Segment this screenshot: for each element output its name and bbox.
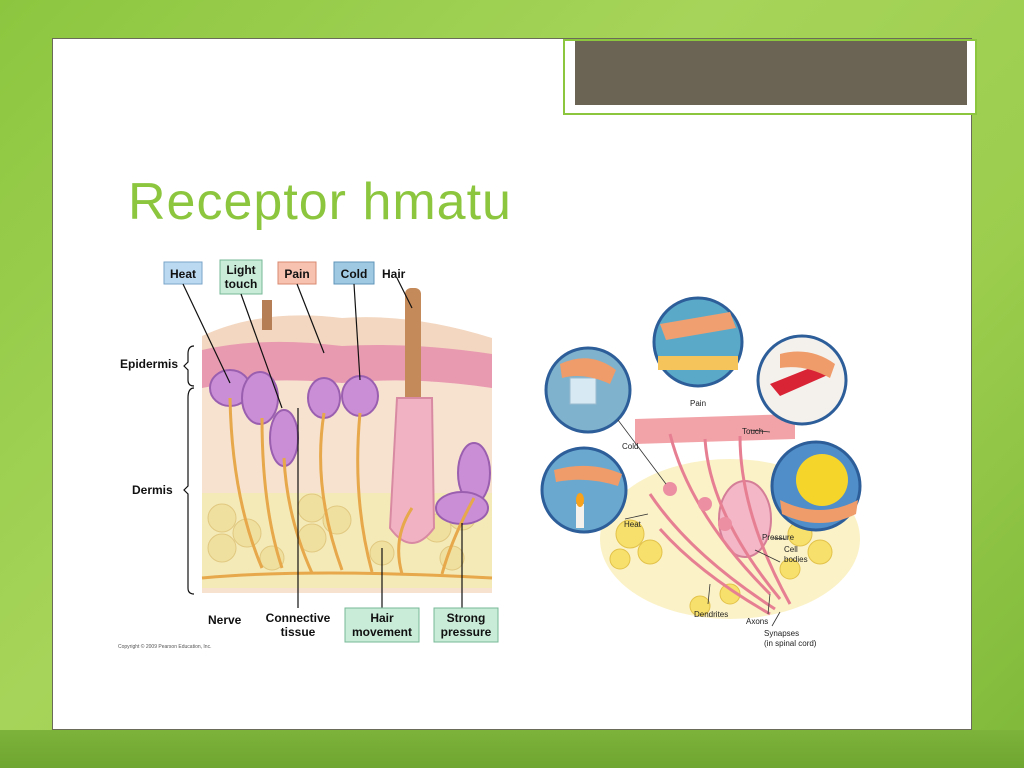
hair-follicle bbox=[388, 397, 436, 544]
leader-lines bbox=[182, 277, 463, 608]
slide-title: Receptor hmatu bbox=[128, 173, 512, 231]
dermis-bracket bbox=[183, 387, 195, 595]
synapses-label-1: Synapses bbox=[764, 629, 799, 638]
strong-pressure-label: Strong pressure bbox=[433, 607, 499, 643]
pointer-lines bbox=[617, 419, 786, 627]
axons-label: Axons bbox=[746, 617, 768, 626]
heat-photo bbox=[540, 446, 628, 534]
cold-label: Cold bbox=[333, 261, 375, 285]
background-bottom-band bbox=[0, 730, 1024, 768]
hair-label: Hair bbox=[382, 267, 406, 281]
pressure-label-right: Pressure bbox=[762, 533, 795, 542]
pain-photo bbox=[652, 296, 744, 388]
cell-bodies bbox=[663, 482, 732, 531]
heat-label: Heat bbox=[163, 261, 203, 285]
pain-label: Pain bbox=[277, 261, 317, 285]
nerve-fibers bbox=[201, 397, 493, 580]
svg-text:movement: movement bbox=[352, 625, 412, 639]
heat-label-right: Heat bbox=[624, 520, 642, 529]
connective-tissue-label-2: tissue bbox=[281, 625, 316, 639]
skin-strip bbox=[635, 414, 795, 444]
skin-receptors-diagram: Heat Light touch Pain Cold Hair Epidermi… bbox=[120, 259, 499, 643]
svg-text:Strong: Strong bbox=[447, 611, 486, 625]
synapses-label-2: (in spinal cord) bbox=[764, 639, 817, 648]
svg-text:Hair: Hair bbox=[370, 611, 394, 625]
connective-tissue-label-1: Connective bbox=[266, 611, 331, 625]
touch-label-right: Touch bbox=[742, 427, 763, 436]
dendrites-label: Dendrites bbox=[694, 610, 728, 619]
svg-text:Light: Light bbox=[226, 263, 255, 277]
sensory-pathway-diagram: Pain Touch Cold Heat Pressure Cell bodie… bbox=[540, 296, 862, 648]
cold-photo bbox=[544, 346, 632, 434]
nerve-label: Nerve bbox=[208, 613, 242, 627]
hair-movement-label: Hair movement bbox=[344, 607, 420, 643]
svg-text:pressure: pressure bbox=[441, 625, 492, 639]
epidermis-bracket bbox=[183, 345, 195, 387]
pressure-photo bbox=[770, 440, 862, 532]
cold-label-right: Cold bbox=[622, 442, 638, 451]
hair-stub bbox=[262, 300, 272, 330]
light-touch-label: Light touch bbox=[219, 259, 263, 295]
receptor-corpuscles bbox=[209, 369, 491, 525]
sensory-neurons bbox=[648, 433, 792, 616]
cell-bodies-label-2: bodies bbox=[784, 555, 808, 564]
title-placeholder-box bbox=[563, 39, 977, 115]
touch-photo bbox=[756, 334, 848, 426]
copyright-note: Copyright © 2009 Pearson Education, Inc. bbox=[118, 644, 212, 650]
svg-text:Pain: Pain bbox=[284, 267, 309, 281]
epidermis-label: Epidermis bbox=[120, 357, 178, 371]
svg-text:touch: touch bbox=[225, 277, 258, 291]
pain-label-right: Pain bbox=[690, 399, 706, 408]
svg-text:Heat: Heat bbox=[170, 267, 196, 281]
title-placeholder-fill bbox=[575, 41, 967, 105]
svg-text:Cold: Cold bbox=[341, 267, 368, 281]
cell-bodies-label-1: Cell bbox=[784, 545, 798, 554]
dermis-label: Dermis bbox=[132, 483, 173, 497]
